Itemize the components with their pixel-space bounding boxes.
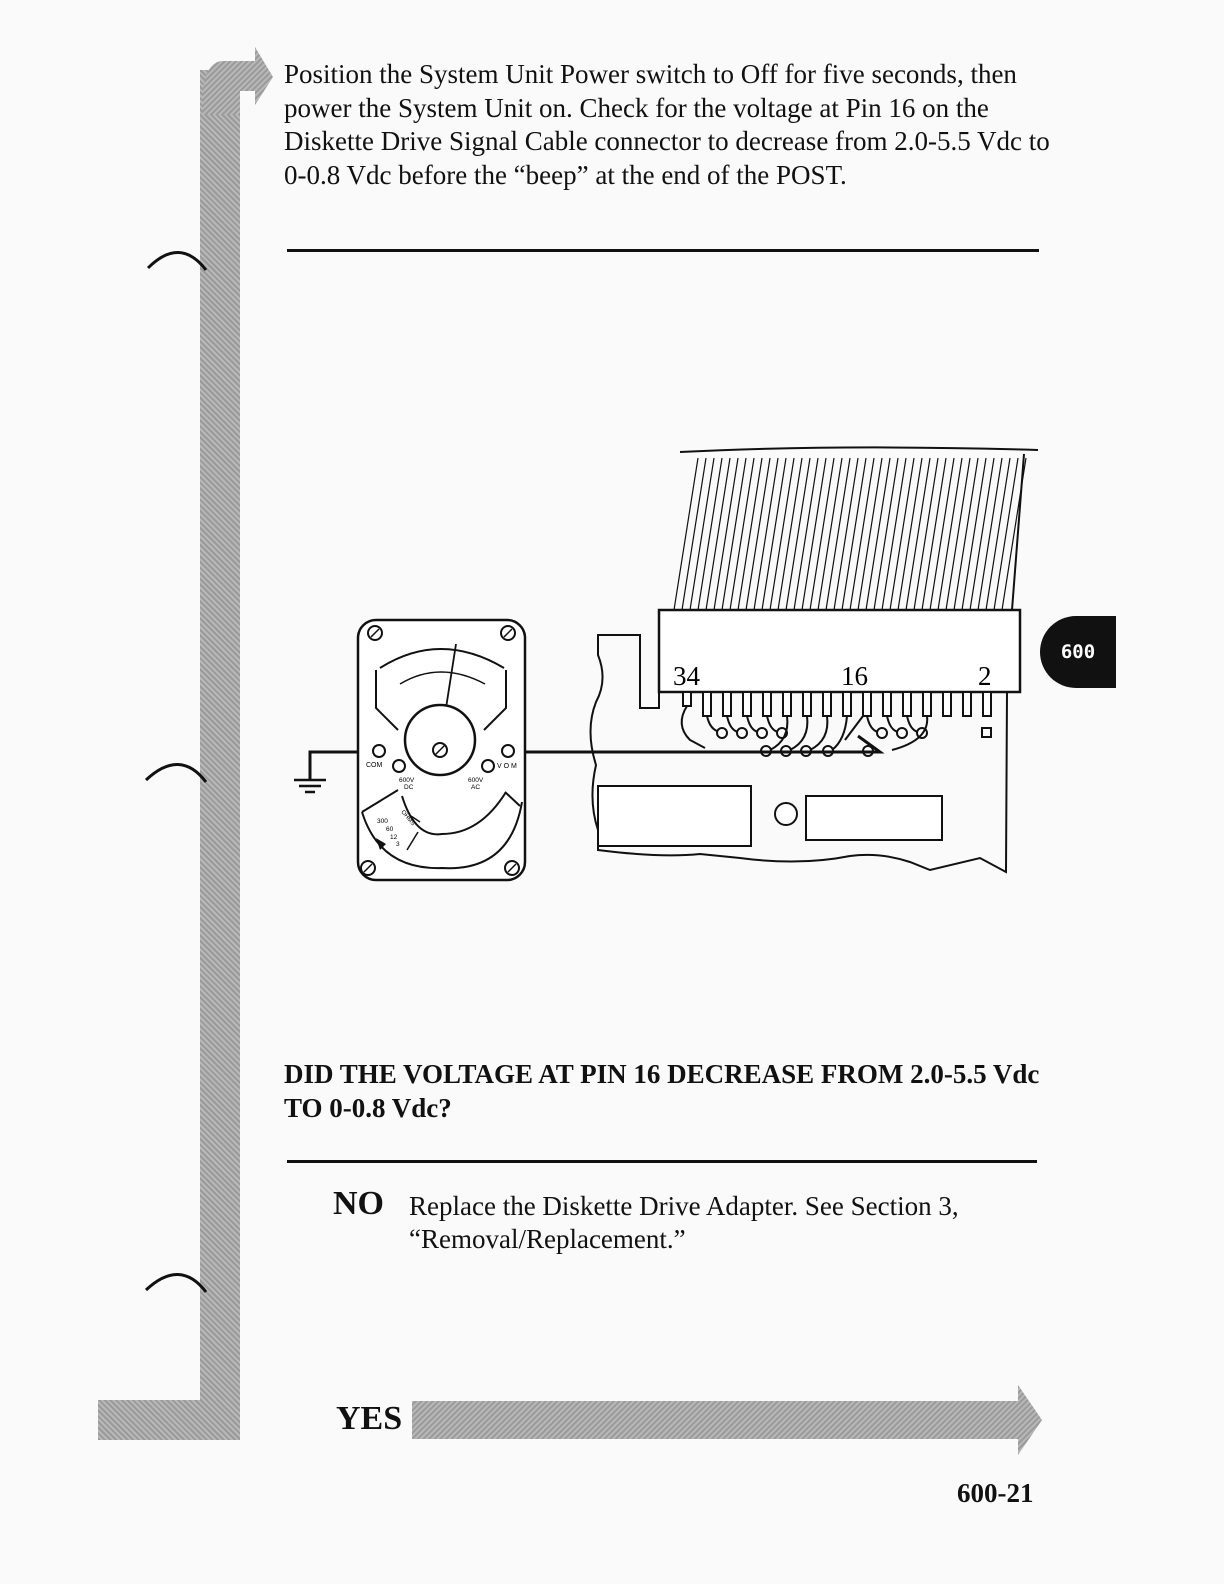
adapter-board xyxy=(589,634,1008,874)
multimeter: COM V O M 600V DC 600V AC 300 60 12 3 OH… xyxy=(356,618,527,882)
meter-label-ac-sub: AC xyxy=(471,784,480,791)
connector-arc-icon xyxy=(146,251,208,271)
pin-label-2: 2 xyxy=(978,661,992,691)
meter-label-dc-sub: DC xyxy=(404,784,414,791)
meter-label-ac: 600V xyxy=(468,777,484,784)
pin-label-16: 16 xyxy=(841,661,868,691)
range-60: 60 xyxy=(386,826,394,833)
divider xyxy=(287,249,1039,252)
flow-line-bottom xyxy=(98,1400,240,1440)
flow-line-vertical xyxy=(200,70,240,1440)
connector-pins xyxy=(682,691,992,717)
probe-wire-ground xyxy=(308,750,370,780)
meter-label-dc: 600V xyxy=(399,777,415,784)
range-12: 12 xyxy=(390,834,398,841)
section-tab: 600 xyxy=(1040,616,1116,688)
no-action-text: Replace the Diskette Drive Adapter. See … xyxy=(409,1191,959,1254)
probe-wire-red xyxy=(370,734,885,754)
pin-label-34: 34 xyxy=(673,661,701,691)
question-text: DID THE VOLTAGE AT PIN 16 DECREASE FROM … xyxy=(284,1059,1040,1123)
range-3: 3 xyxy=(396,841,400,848)
connector-arc-icon xyxy=(144,1273,208,1293)
connector-arc-icon xyxy=(144,763,208,783)
ground-icon xyxy=(294,778,326,794)
meter-label-com: COM xyxy=(366,762,383,769)
range-300: 300 xyxy=(377,818,388,825)
yes-arrow-icon xyxy=(412,1385,1042,1455)
entry-arrow-icon xyxy=(202,47,273,115)
ribbon-cable xyxy=(673,446,1039,611)
page-number: 600-21 xyxy=(957,1478,1034,1508)
meter-label-vom: V O M xyxy=(497,763,517,770)
instruction-text: Position the System Unit Power switch to… xyxy=(284,59,1050,190)
yes-label: YES xyxy=(336,1400,403,1437)
signal-cable-connector xyxy=(657,608,1022,694)
no-label: NO xyxy=(333,1185,384,1222)
divider xyxy=(287,1160,1037,1163)
meter-connector-diagram: 34 16 2 xyxy=(294,446,1039,882)
